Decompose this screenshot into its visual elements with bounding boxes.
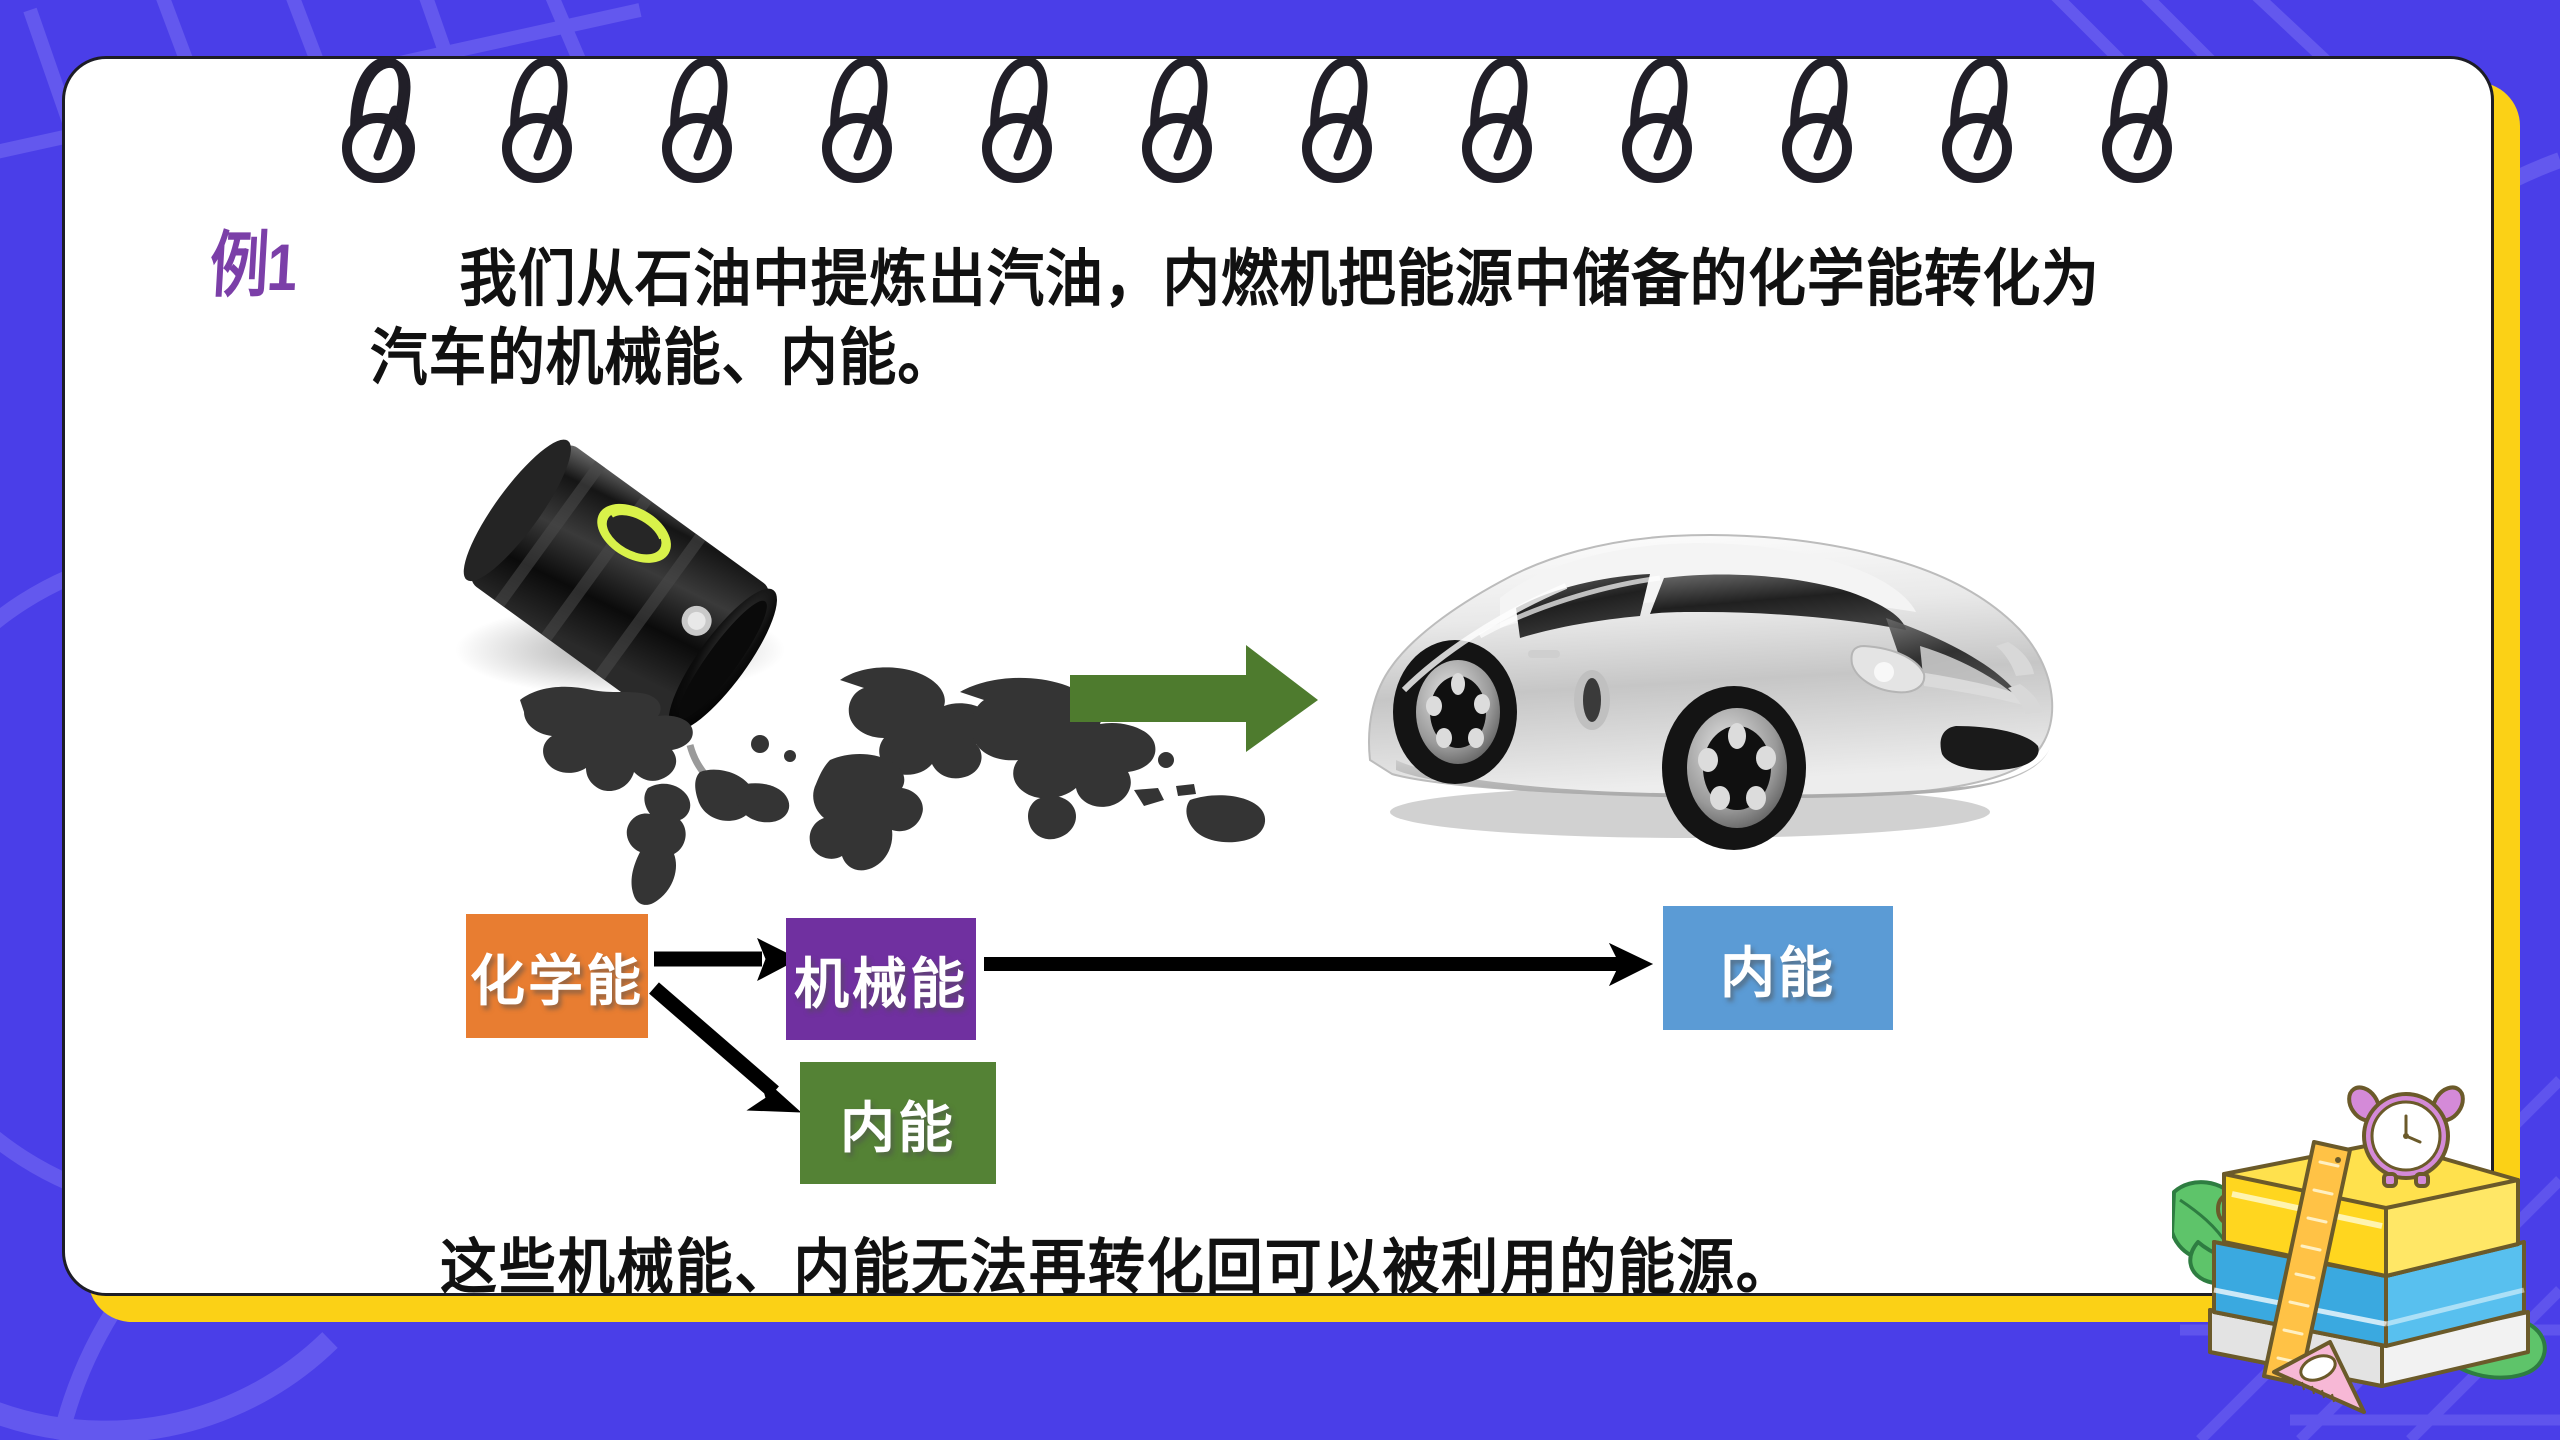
flow-box-label: 化学能 [469,950,644,1012]
example-label: 例1 [208,226,298,306]
flow-box-mechanical[interactable]: 机械能 [786,918,976,1040]
example-label-text: 例 [207,226,270,306]
flow-box-label: 内能 [1719,942,1836,1004]
body-line-2: 化学能转化为汽车的机械能、内能。 [370,245,2100,394]
body-line-1: 我们从石油中提炼出汽油，内燃机把能源中储备的 [459,245,1749,314]
flow-box-internal-1[interactable]: 内能 [1663,906,1893,1030]
example-number: 1 [265,230,298,304]
footer-conclusion: 这些机械能、内能无法再转化回可以被利用的能源。 [440,1234,1795,1301]
flow-box-internal-2[interactable]: 内能 [800,1062,996,1184]
flow-box-label: 内能 [839,1097,956,1159]
flow-box-label: 机械能 [793,953,968,1015]
body-paragraph: 我们从石油中提炼出汽油，内燃机把能源中储备的化学能转化为汽车的机械能、内能。 [370,240,2109,399]
flow-box-chemical[interactable]: 化学能 [466,914,648,1038]
